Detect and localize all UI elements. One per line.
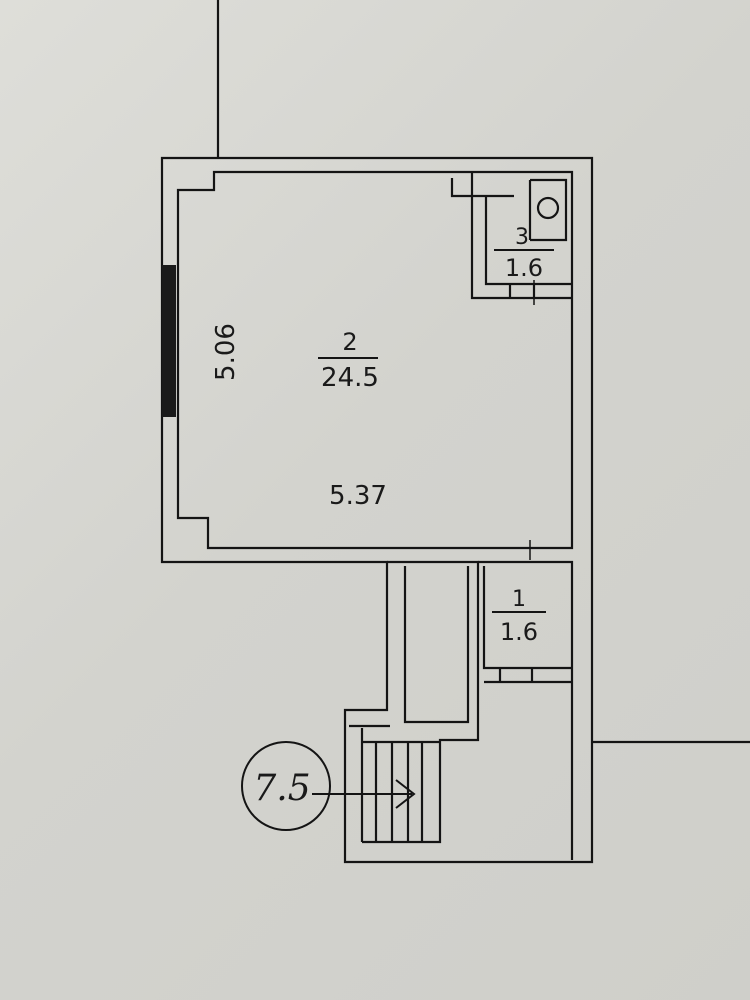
bathroom-door-gap — [508, 284, 536, 298]
corridor-inner-wall — [403, 566, 470, 724]
room-1-area: 1.6 — [500, 618, 538, 646]
room-1-door-gap — [498, 668, 534, 682]
bathroom-niche — [450, 178, 514, 198]
room-1-inner-wall — [482, 566, 572, 670]
room-3-area: 1.6 — [505, 254, 543, 282]
bathtub — [528, 178, 568, 242]
bathroom-inner-wall — [484, 196, 572, 286]
window — [162, 265, 176, 417]
room-2-area: 24.5 — [321, 363, 379, 393]
room-2-length: 5.06 — [211, 323, 241, 381]
room-2-inner-wall — [176, 170, 574, 550]
bathroom-wall — [470, 172, 572, 300]
room-2-width: 5.37 — [329, 481, 387, 511]
bathtub-drain — [536, 196, 560, 220]
room-1-number: 1 — [512, 587, 526, 612]
entrance-marker-label: 7.5 — [253, 768, 310, 809]
entrance-arrow-head — [395, 779, 416, 809]
outer-wall — [160, 156, 594, 864]
entrance-circle — [241, 741, 331, 831]
room-1-wall — [478, 560, 574, 860]
corridor-wall — [362, 560, 480, 844]
room-3-number: 3 — [515, 225, 529, 250]
room-2-number: 2 — [342, 328, 357, 356]
